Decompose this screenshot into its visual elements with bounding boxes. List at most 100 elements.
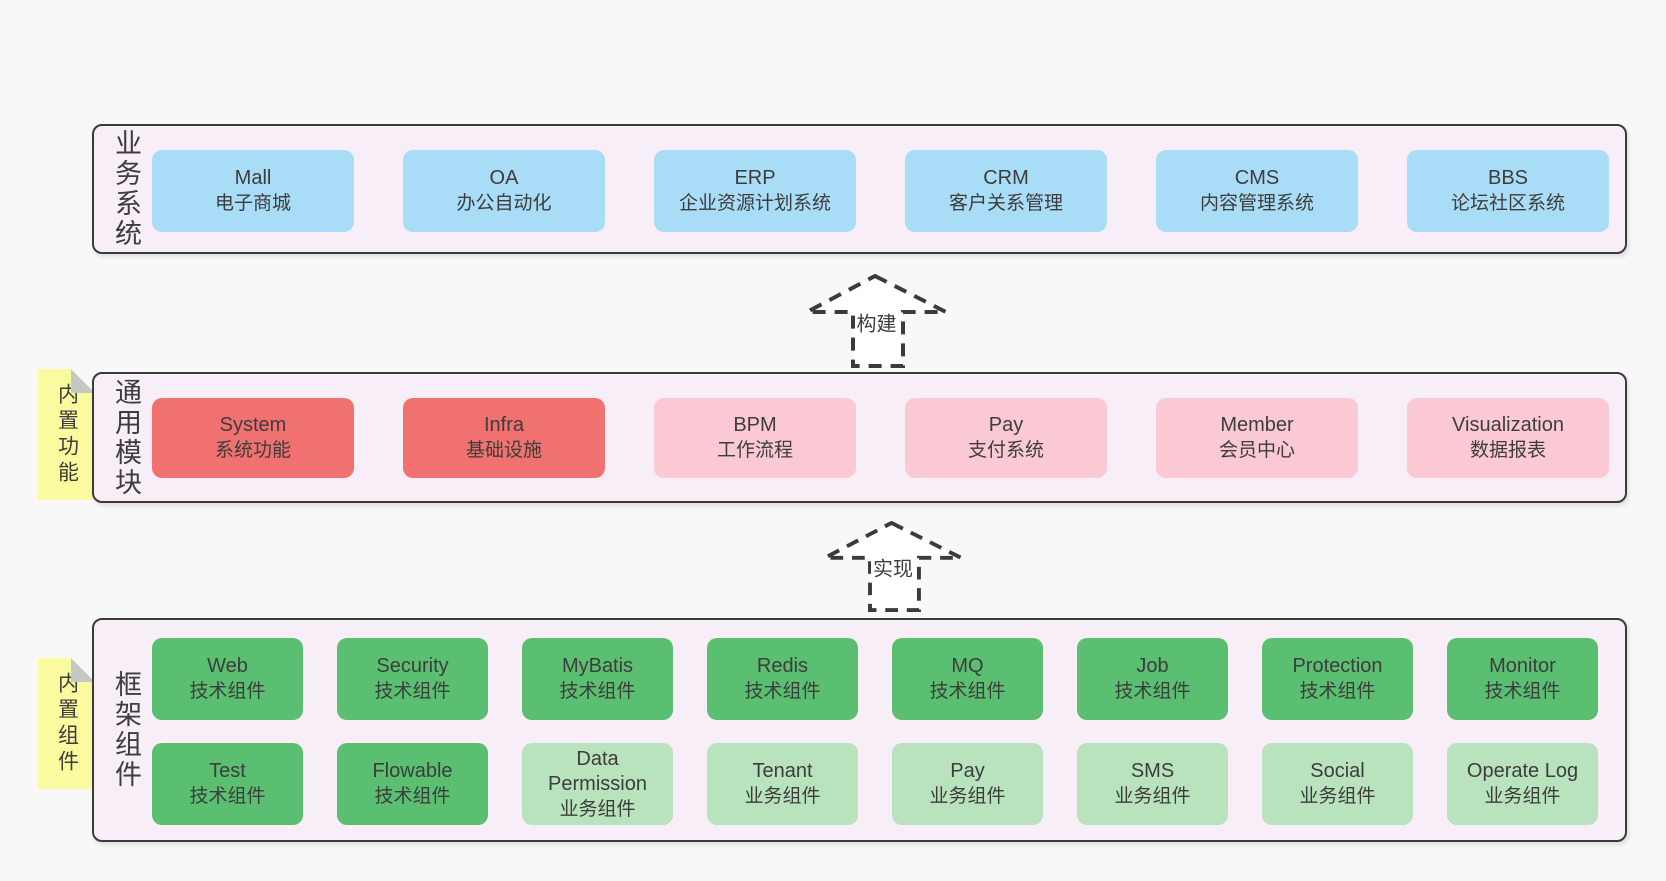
- box-mall: Mall 电子商城: [152, 150, 354, 232]
- box-title: BPM: [733, 414, 777, 436]
- sticky-note-builtin-features: 内置功能: [38, 369, 95, 500]
- box-row: System 系统功能 Infra 基础设施 BPM 工作流程 Pay 支付系统…: [152, 398, 1609, 478]
- box-title: MQ: [951, 655, 984, 677]
- layer-label: 框架组件: [111, 670, 141, 790]
- sticky-note-label: 内置组件: [55, 671, 79, 776]
- box-test: Test 技术组件: [152, 743, 303, 825]
- sticky-note-label: 内置功能: [55, 382, 79, 487]
- box-title: Visualization: [1452, 414, 1564, 436]
- box-subtitle: 工作流程: [716, 440, 793, 461]
- box-title: SMS: [1130, 760, 1175, 782]
- box-title: Job: [1136, 655, 1169, 677]
- box-title: Test: [209, 760, 246, 782]
- box-pay-business: Pay 业务组件: [892, 743, 1043, 825]
- box-title: Tenant: [752, 760, 813, 782]
- box-sms: SMS 业务组件: [1077, 743, 1228, 825]
- box-subtitle: 技术组件: [1114, 681, 1191, 702]
- box-subtitle: 技术组件: [559, 681, 636, 702]
- box-title: Infra: [483, 414, 525, 436]
- box-subtitle: 技术组件: [744, 681, 821, 702]
- box-title: Security: [376, 655, 449, 677]
- box-row: Mall 电子商城 OA 办公自动化 ERP 企业资源计划系统 CRM 客户关系…: [152, 150, 1609, 232]
- box-bpm: BPM 工作流程: [654, 398, 856, 478]
- box-bbs: BBS 论坛社区系统: [1407, 150, 1609, 232]
- box-subtitle: 电子商城: [214, 193, 291, 214]
- layer-common-modules: 通用模块 System 系统功能 Infra 基础设施 BPM 工作流程 Pay…: [92, 372, 1627, 503]
- box-infra: Infra 基础设施: [403, 398, 605, 478]
- layer-business-systems: 业务系统 Mall 电子商城 OA 办公自动化 ERP 企业资源计划系统 CRM…: [92, 124, 1627, 254]
- box-subtitle: 支付系统: [967, 440, 1044, 461]
- box-title: Pay: [988, 414, 1024, 436]
- box-title: Web: [207, 655, 248, 677]
- box-subtitle: 技术组件: [374, 786, 451, 807]
- box-mybatis: MyBatis 技术组件: [522, 638, 673, 720]
- box-security: Security 技术组件: [337, 638, 488, 720]
- box-crm: CRM 客户关系管理: [905, 150, 1107, 232]
- box-subtitle: 技术组件: [189, 681, 266, 702]
- box-title: Protection: [1292, 655, 1383, 677]
- box-subtitle: 内容管理系统: [1199, 193, 1314, 214]
- box-mq: MQ 技术组件: [892, 638, 1043, 720]
- box-subtitle: 会员中心: [1218, 440, 1295, 461]
- box-job: Job 技术组件: [1077, 638, 1228, 720]
- box-title: ERP: [734, 167, 776, 189]
- box-subtitle: 技术组件: [189, 786, 266, 807]
- box-subtitle: 技术组件: [1484, 681, 1561, 702]
- box-subtitle: 数据报表: [1469, 440, 1546, 461]
- box-title: Flowable: [372, 760, 453, 782]
- layer-label: 通用模块: [111, 377, 141, 498]
- box-subtitle: 业务组件: [559, 798, 636, 820]
- arrow-build: 构建: [805, 274, 948, 368]
- box-subtitle: 业务组件: [1299, 786, 1376, 807]
- box-web: Web 技术组件: [152, 638, 303, 720]
- box-cms: CMS 内容管理系统: [1156, 150, 1358, 232]
- arrow-implement: 实现: [823, 521, 963, 612]
- box-pay: Pay 支付系统: [905, 398, 1107, 478]
- box-monitor: Monitor 技术组件: [1447, 638, 1598, 720]
- box-subtitle: 系统功能: [214, 440, 291, 461]
- box-title: Mall: [234, 167, 272, 189]
- sticky-note-builtin-components: 内置组件: [38, 658, 95, 789]
- layer-framework-components: 框架组件 Web 技术组件 Security 技术组件 MyBatis 技术组件…: [92, 618, 1627, 842]
- box-subtitle: 基础设施: [465, 440, 542, 461]
- box-system: System 系统功能: [152, 398, 354, 478]
- box-title: Social: [1310, 760, 1365, 782]
- box-tenant: Tenant 业务组件: [707, 743, 858, 825]
- arrow-label: 构建: [854, 307, 899, 337]
- box-subtitle: 技术组件: [374, 681, 451, 702]
- box-data-permission: Data Permission 业务组件: [522, 743, 673, 825]
- box-visualization: Visualization 数据报表: [1407, 398, 1609, 478]
- box-subtitle: 业务组件: [1114, 786, 1191, 807]
- box-subtitle: 办公自动化: [456, 193, 552, 214]
- box-title: OA: [489, 167, 519, 189]
- arrow-label: 实现: [871, 552, 915, 582]
- box-subtitle: 客户关系管理: [948, 193, 1063, 214]
- box-title: CRM: [983, 167, 1029, 189]
- box-subtitle: 技术组件: [929, 681, 1006, 702]
- box-title: Pay: [950, 760, 985, 782]
- box-row: Test 技术组件 Flowable 技术组件 Data Permission …: [152, 743, 1598, 825]
- box-title: MyBatis: [561, 655, 634, 677]
- box-subtitle: 业务组件: [929, 786, 1006, 807]
- box-erp: ERP 企业资源计划系统: [654, 150, 856, 232]
- box-title: Member: [1220, 414, 1294, 436]
- box-oa: OA 办公自动化: [403, 150, 605, 232]
- box-title: Data Permission: [548, 747, 647, 795]
- box-row: Web 技术组件 Security 技术组件 MyBatis 技术组件 Redi…: [152, 638, 1598, 720]
- layer-label: 业务系统: [111, 129, 141, 249]
- box-title: BBS: [1487, 167, 1529, 189]
- box-operate-log: Operate Log 业务组件: [1447, 743, 1598, 825]
- box-flowable: Flowable 技术组件: [337, 743, 488, 825]
- box-subtitle: 业务组件: [1484, 786, 1561, 807]
- box-subtitle: 论坛社区系统: [1450, 193, 1565, 214]
- box-member: Member 会员中心: [1156, 398, 1358, 478]
- box-subtitle: 业务组件: [744, 786, 821, 807]
- box-title: Monitor: [1489, 655, 1556, 677]
- box-social: Social 业务组件: [1262, 743, 1413, 825]
- box-title: CMS: [1234, 167, 1280, 189]
- box-redis: Redis 技术组件: [707, 638, 858, 720]
- box-subtitle: 企业资源计划系统: [678, 193, 831, 214]
- box-title: Redis: [756, 655, 809, 677]
- box-title: Operate Log: [1466, 760, 1579, 782]
- box-subtitle: 技术组件: [1299, 681, 1376, 702]
